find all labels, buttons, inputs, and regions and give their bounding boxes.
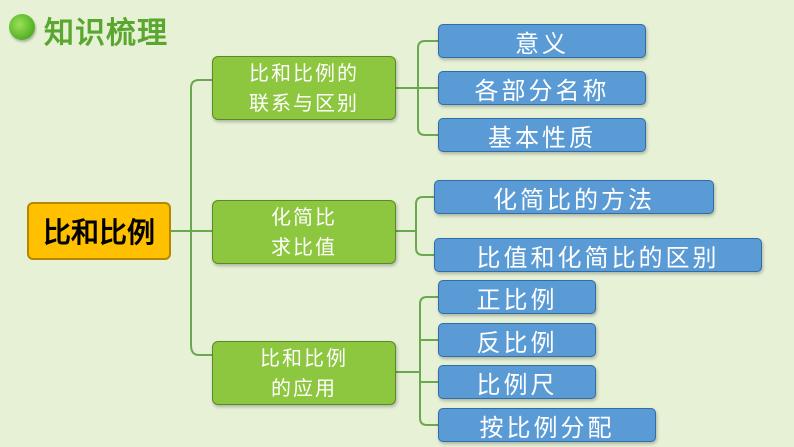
leaf-basic-property: 基本性质 bbox=[438, 118, 646, 152]
leaf-simplify-method: 化简比的方法 bbox=[434, 180, 714, 214]
branch-node-application: 比和比例 的应用 bbox=[212, 341, 396, 405]
connector-branch-3 bbox=[396, 296, 438, 426]
connector-root bbox=[171, 79, 212, 356]
connector-branch-1 bbox=[396, 40, 438, 136]
branch-label: 比和比例 的应用 bbox=[260, 346, 348, 400]
branch-label: 比和比例的 联系与区别 bbox=[249, 61, 359, 115]
page-title: 知识梳理 bbox=[44, 16, 168, 51]
leaf-ratio-difference: 比值和化简比的区别 bbox=[434, 238, 762, 272]
leaf-direct-proportion: 正比例 bbox=[438, 280, 596, 314]
branch-node-relationship: 比和比例的 联系与区别 bbox=[212, 56, 396, 120]
branch-label: 化简比 求比值 bbox=[271, 205, 337, 259]
leaf-proportional-distribution: 按比例分配 bbox=[438, 408, 656, 442]
leaf-inverse-proportion: 反比例 bbox=[438, 323, 596, 357]
root-node: 比和比例 bbox=[27, 202, 171, 260]
branch-node-simplify: 化简比 求比值 bbox=[212, 200, 396, 264]
connector-branch-2 bbox=[396, 196, 434, 256]
leaf-scale: 比例尺 bbox=[438, 365, 596, 399]
leaf-part-names: 各部分名称 bbox=[438, 71, 646, 105]
leaf-meaning: 意义 bbox=[438, 24, 646, 58]
bullet-dot-icon bbox=[9, 14, 35, 40]
